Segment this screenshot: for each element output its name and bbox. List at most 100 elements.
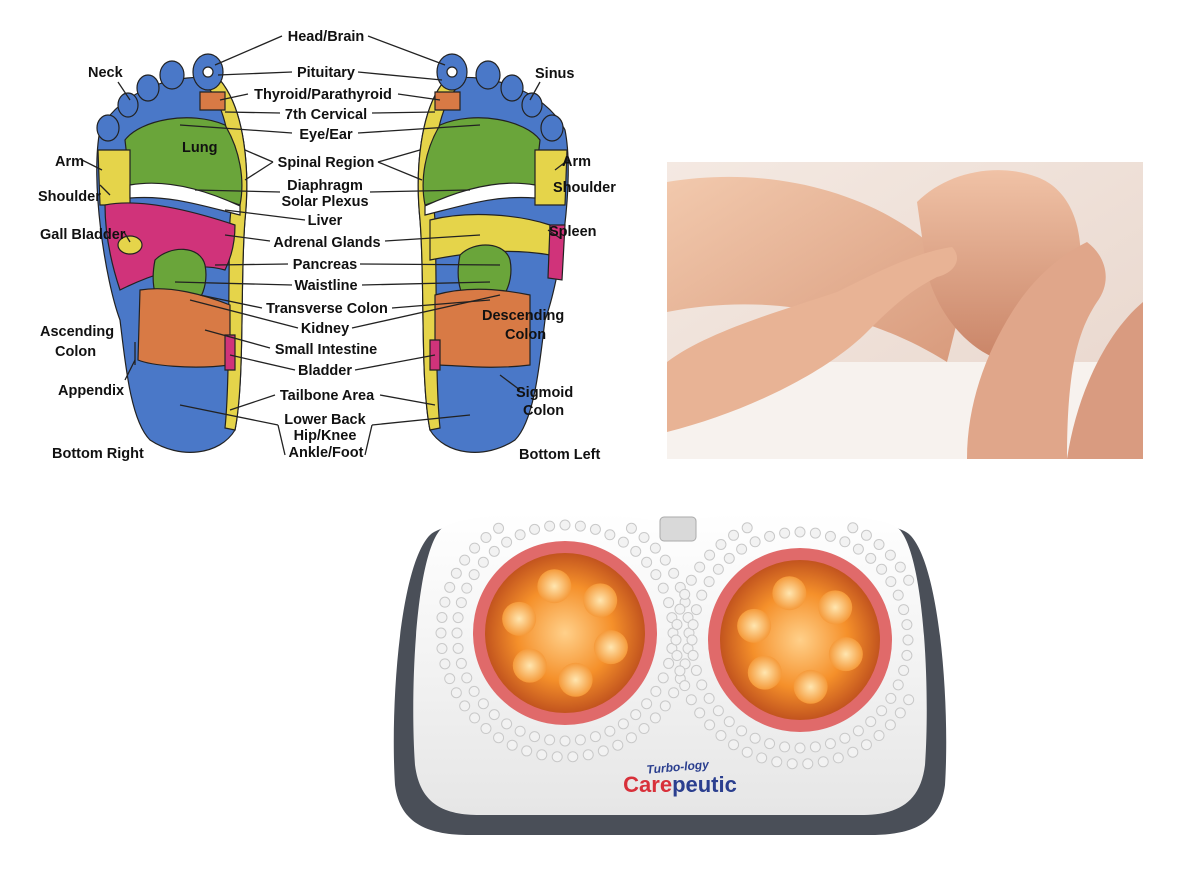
surface-bump (612, 739, 624, 751)
roller-node (772, 576, 807, 611)
surface-bump (461, 582, 473, 594)
foot-massage-photo (667, 162, 1143, 459)
surface-bump (604, 725, 616, 737)
surface-bump (679, 588, 691, 600)
surface-bump (659, 554, 671, 566)
label-bladder: Bladder (298, 363, 352, 379)
surface-bump (741, 746, 753, 758)
label-tailbone-area: Tailbone Area (280, 388, 375, 404)
surface-bump (670, 634, 682, 646)
surface-bump (809, 527, 821, 539)
surface-bump (477, 698, 489, 710)
label-spinal-region: Spinal Region (278, 155, 375, 171)
label-solar-plexus: Solar Plexus (281, 194, 368, 210)
surface-bump (903, 574, 915, 586)
label-kidney: Kidney (301, 321, 349, 337)
surface-bump (687, 619, 699, 631)
surface-bump (469, 712, 481, 724)
surface-bump (455, 597, 467, 609)
power-switch[interactable] (659, 516, 697, 542)
surface-bump (884, 549, 896, 561)
roller-node (818, 590, 853, 625)
surface-bump (779, 741, 791, 753)
surface-bump (477, 556, 489, 568)
surface-bump (865, 716, 877, 728)
roller-node (502, 601, 537, 636)
surface-bump (852, 543, 864, 555)
surface-bump (630, 545, 642, 557)
surface-bump (668, 567, 680, 579)
surface-bump (638, 723, 650, 735)
surface-bump (529, 523, 541, 535)
brand-logo: Carepeutic (623, 772, 737, 797)
surface-bump (824, 530, 836, 542)
surface-bump (696, 589, 708, 601)
surface-bump (468, 569, 480, 581)
label-ascending: Ascending (40, 324, 114, 340)
surface-bump (728, 529, 740, 541)
surface-bump (736, 725, 748, 737)
surface-bump (809, 741, 821, 753)
roller-node (828, 637, 863, 672)
surface-bump (892, 679, 904, 691)
surface-bump (630, 709, 642, 721)
massage-nodes (435, 519, 915, 770)
surface-bump (674, 665, 686, 677)
surface-bump (764, 530, 776, 542)
surface-bump (885, 576, 897, 588)
right-hand-shape (967, 242, 1106, 459)
surface-bump (817, 756, 829, 768)
label-small-intestine: Small Intestine (275, 342, 377, 358)
surface-bump (514, 529, 526, 541)
label-diaphragm: Diaphragm (287, 178, 363, 194)
surface-bump (459, 700, 471, 712)
label-shoulder-left: Shoulder (38, 189, 101, 205)
surface-bump (574, 734, 586, 746)
surface-bump (802, 758, 814, 770)
surface-bump (589, 523, 601, 535)
surface-bump (617, 718, 629, 730)
surface-bump (625, 732, 637, 744)
surface-bump (488, 709, 500, 721)
surface-bump (452, 612, 464, 624)
surface-bump (873, 538, 885, 550)
label-bottom-left: Bottom Left (519, 447, 601, 463)
surface-bump (715, 538, 727, 550)
label-arm-left: Arm (55, 154, 84, 170)
surface-bump (902, 634, 914, 646)
surface-bump (559, 519, 571, 531)
surface-bump (685, 574, 697, 586)
surface-bump (493, 732, 505, 744)
label-pituitary: Pituitary (297, 65, 355, 81)
surface-bump (604, 529, 616, 541)
surface-bump (544, 734, 556, 746)
label-pancreas: Pancreas (293, 257, 358, 273)
roller-node (583, 583, 618, 618)
surface-bump (459, 554, 471, 566)
surface-bump (736, 543, 748, 555)
surface-bump (551, 751, 563, 763)
surface-bump (589, 731, 601, 743)
surface-bump (690, 604, 702, 616)
label-lung: Lung (182, 140, 217, 156)
surface-bump (898, 604, 910, 616)
label-lower-back: Lower Back (284, 412, 366, 428)
surface-bump (617, 536, 629, 548)
surface-bump (860, 529, 872, 541)
surface-bump (444, 581, 456, 593)
surface-bump (901, 619, 913, 631)
surface-bump (439, 658, 451, 670)
label-bottom-right: Bottom Right (52, 446, 144, 462)
surface-bump (544, 520, 556, 532)
surface-bump (480, 531, 492, 543)
surface-bump (712, 705, 724, 717)
surface-bump (468, 685, 480, 697)
surface-bump (703, 692, 715, 704)
roller-node (512, 648, 547, 683)
label-descending-colon: Colon (505, 327, 546, 343)
surface-bump (514, 725, 526, 737)
surface-bump (885, 692, 897, 704)
surface-bump (625, 522, 637, 534)
surface-bump (779, 527, 791, 539)
surface-bump (452, 642, 464, 654)
